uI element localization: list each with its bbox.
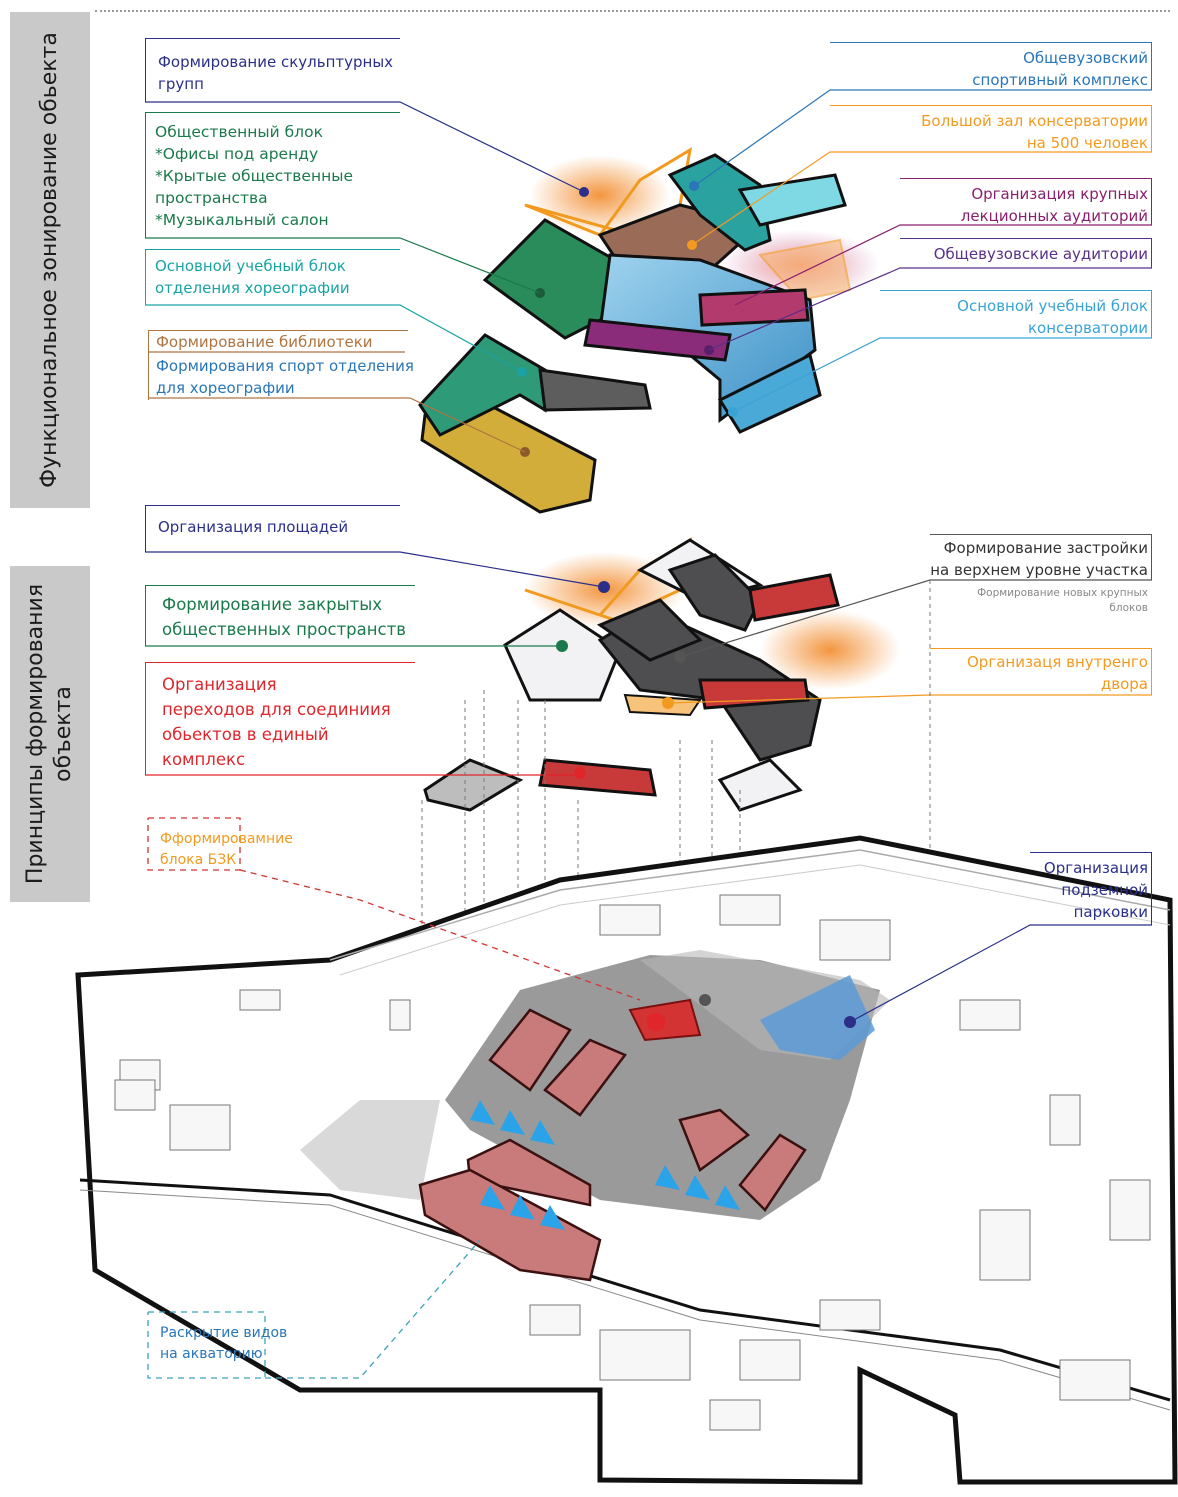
label-views: Раскрытие видов на акваторию [160, 1325, 288, 1362]
label-public-block: Общественный блок *Офисы под аренду *Кры… [155, 123, 354, 229]
label-frame-upper-level [930, 534, 1152, 580]
label-big-hall: Большой зал консерватории на 500 человек [921, 112, 1148, 152]
choreo-link-gray [538, 368, 652, 412]
label-transitions: Организация переходов для соединиия обье… [162, 675, 391, 769]
label-bzk: Фформировамние блока БЗК [160, 831, 293, 868]
label-frame-courtyard [930, 648, 1152, 695]
label-library: Формирование библиотеки [156, 333, 373, 351]
label-squares: Организация площадей [158, 518, 349, 536]
label-frame-choreo [145, 249, 400, 305]
label-sculpture-groups: Формирование скульптурных групп [158, 53, 394, 93]
label-frame-transitions [145, 662, 415, 775]
label-frame-conservatory [880, 290, 1152, 338]
label-frame-closed-spaces [145, 585, 415, 646]
sidebar-zoning: Функциональное зонирование обьекта [10, 12, 90, 508]
label-frame-auditoriums [900, 238, 1152, 268]
label-frame-library [148, 330, 408, 400]
label-closed-spaces: Формирование закрытых общественных прост… [162, 595, 406, 639]
sport-complex-wing [737, 173, 847, 227]
label-new-blocks: Формирование новых крупных блоков [977, 587, 1148, 614]
sidebar-principles: Принципы формирования объекта [10, 566, 90, 902]
univ-auditorium-block [583, 318, 732, 362]
label-frame-sport-complex [830, 42, 1152, 90]
sport-choreo-block [418, 333, 547, 437]
label-sport-choreo: Формирования спорт отделения для хореогр… [156, 357, 414, 397]
label-frame-parking [1030, 852, 1152, 925]
label-courtyard: Организаця внутренго двора [966, 653, 1148, 693]
label-lecture-halls: Организация крупных лекционных аудиторий [960, 185, 1148, 225]
principles-axonometry [145, 536, 1152, 1020]
label-conservatory-block: Основной учебный блок консерватории [957, 297, 1148, 337]
label-parking: Организация подземной парковки [1043, 859, 1148, 921]
top-dotted-divider [95, 10, 1170, 12]
label-frame-public [145, 112, 400, 238]
label-frame-big-hall [830, 105, 1152, 152]
lecture-hall-block [698, 288, 810, 327]
zoning-axonometry [145, 89, 1152, 514]
label-frame-lecture [900, 178, 1152, 225]
label-upper-level: Формирование застройки на верхнем уровне… [930, 539, 1148, 579]
label-frame-squares [145, 505, 400, 552]
label-choreo-block: Основной учебный блок отделения хореогра… [155, 257, 350, 297]
label-frame-sculpture [145, 38, 400, 102]
label-sport-complex: Общевузовский спортивный комплекс [972, 49, 1148, 89]
label-univ-auditoriums: Общевузовские аудитории [933, 245, 1148, 263]
sport-complex-block [667, 153, 772, 252]
site-plan [75, 817, 1178, 1485]
